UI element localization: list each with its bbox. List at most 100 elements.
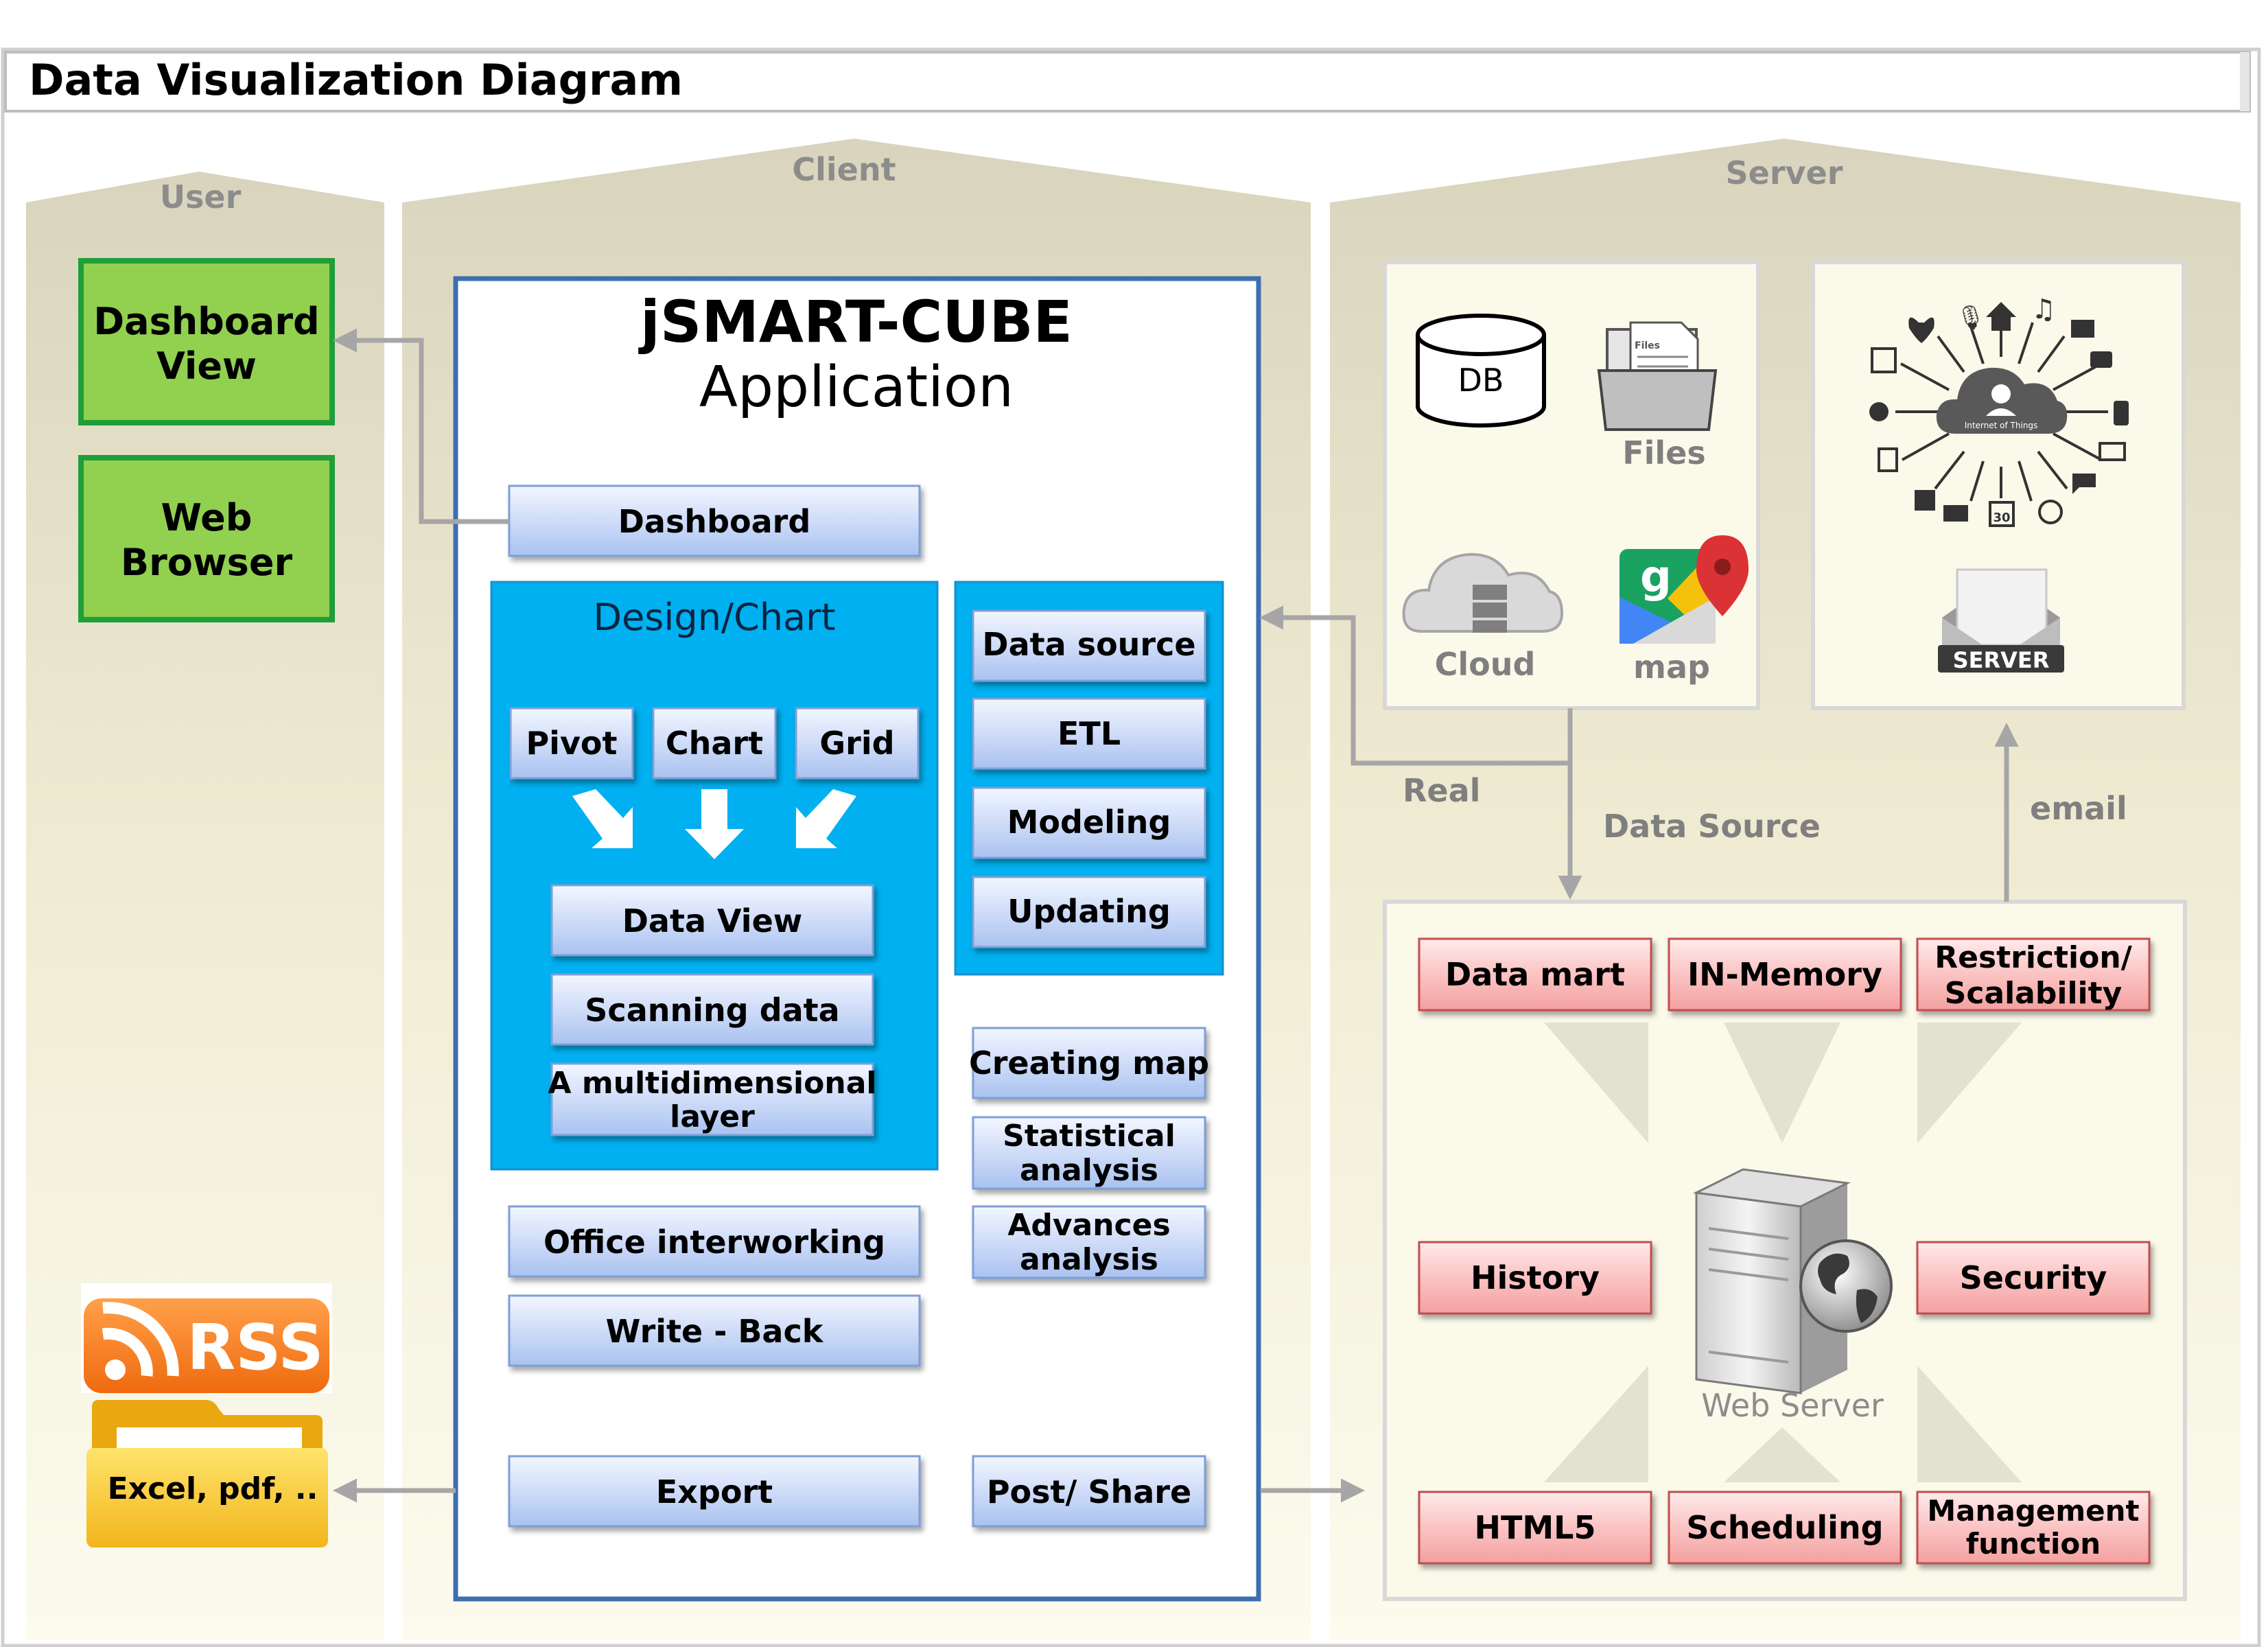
connector-arrows [333, 328, 2019, 1503]
email-server-icon: SERVER [1938, 568, 2064, 673]
design-chart-title: Design/Chart [593, 596, 835, 639]
updating-button[interactable]: Updating [972, 876, 1206, 948]
modeling-button[interactable]: Modeling [972, 786, 1206, 859]
multidimensional-layer-label-1: A multidimensional [548, 1066, 877, 1101]
in-memory-box[interactable]: IN-Memory [1668, 937, 1902, 1012]
in-memory-label: IN-Memory [1687, 956, 1882, 993]
advances-analysis-label-2: analysis [1020, 1242, 1158, 1277]
data-view-button[interactable]: Data View [550, 884, 874, 957]
dashboard-view-box[interactable]: Dashboard View [78, 258, 335, 425]
app-subtitle: Application [699, 355, 1014, 420]
multidimensional-layer-label-2: layer [670, 1099, 755, 1134]
multidimensional-layer-button[interactable]: A multidimensional layer [548, 1062, 877, 1136]
web-browser-label-1: Web [161, 496, 253, 539]
office-interworking-label: Office interworking [543, 1224, 885, 1261]
office-interworking-button[interactable]: Office interworking [508, 1205, 921, 1278]
advances-analysis-label-1: Advances [1007, 1208, 1170, 1243]
management-function-box[interactable]: Management function [1916, 1491, 2151, 1565]
cloud-label: Cloud [1435, 646, 1536, 683]
data-source-flow-label: Data Source [1603, 808, 1821, 845]
folder-icon: Excel, pdf, .. [86, 1400, 328, 1547]
cloud-icon: Cloud [1402, 552, 1564, 683]
scheduling-box[interactable]: Scheduling [1668, 1491, 1902, 1565]
web-browser-label-2: Browser [121, 541, 293, 584]
title-bar: Data Visualization Diagram [4, 51, 2251, 113]
pivot-button-label: Pivot [526, 725, 617, 762]
dashboard-button-label: Dashboard [618, 503, 811, 540]
updating-label: Updating [1007, 893, 1171, 930]
db-icon: DB [1416, 314, 1546, 428]
scanning-data-button[interactable]: Scanning data [550, 973, 874, 1046]
data-view-label: Data View [622, 902, 803, 939]
datasources-to-app-arrow [1259, 605, 1573, 766]
email-label: email [2030, 790, 2127, 827]
security-label: Security [1960, 1259, 2107, 1296]
statistical-analysis-label-1: Statistical [1003, 1119, 1176, 1154]
management-label-2: function [1966, 1527, 2101, 1561]
data-source-label: Data source [982, 626, 1195, 663]
management-label-1: Management [1927, 1494, 2139, 1528]
pivot-button[interactable]: Pivot [509, 707, 634, 780]
html5-box[interactable]: HTML5 [1418, 1491, 1652, 1565]
svg-text:30: 30 [1993, 511, 2010, 525]
real-label: Real [1403, 772, 1480, 809]
export-button[interactable]: Export [508, 1455, 921, 1528]
rss-label: RSS [187, 1311, 323, 1384]
data-mart-label: Data mart [1445, 956, 1625, 993]
server-badge-label: SERVER [1953, 647, 2050, 673]
advances-analysis-button[interactable]: Advances analysis [972, 1205, 1206, 1279]
app-title: jSMART-CUBE [638, 288, 1073, 355]
svg-text:♫: ♫ [2031, 294, 2056, 325]
web-browser-box[interactable]: Web Browser [78, 455, 335, 622]
modeling-label: Modeling [1007, 804, 1171, 841]
map-label: map [1633, 649, 1710, 686]
web-server-label: Web Server [1701, 1387, 1884, 1424]
export-files-label: Excel, pdf, .. [108, 1471, 318, 1506]
export-label: Export [656, 1473, 773, 1510]
restriction-label-2: Scalability [1945, 976, 2123, 1011]
server-column-label: Server [1726, 154, 1843, 191]
scheduling-label: Scheduling [1686, 1509, 1883, 1546]
svg-text:Files: Files [1635, 340, 1660, 351]
svg-text:g: g [1640, 552, 1672, 603]
security-box[interactable]: Security [1916, 1241, 2151, 1315]
chart-button[interactable]: Chart [652, 707, 777, 780]
chart-button-label: Chart [666, 725, 763, 762]
map-icon: g map [1620, 535, 1749, 686]
client-column-label: Client [792, 151, 896, 188]
data-mart-box[interactable]: Data mart [1418, 937, 1652, 1012]
restriction-scalability-box[interactable]: Restriction/ Scalability [1916, 937, 2151, 1012]
dashboard-view-label-2: View [156, 344, 257, 388]
files-label: Files [1622, 434, 1706, 471]
dashboard-to-view-arrow [333, 328, 509, 524]
grid-button[interactable]: Grid [795, 707, 920, 780]
statistical-analysis-button[interactable]: Statistical analysis [972, 1116, 1206, 1190]
history-label: History [1471, 1259, 1600, 1296]
svg-text:Internet of Things: Internet of Things [1965, 421, 2038, 430]
files-icon: Files Files [1597, 321, 1718, 471]
funnel-shapes [1544, 1023, 2022, 1482]
write-back-label: Write - Back [606, 1313, 824, 1350]
html5-label: HTML5 [1475, 1509, 1596, 1546]
grid-button-label: Grid [819, 725, 894, 762]
page-title: Data Visualization Diagram [29, 55, 683, 105]
write-back-button[interactable]: Write - Back [508, 1294, 921, 1367]
history-box[interactable]: History [1418, 1241, 1652, 1315]
creating-map-label: Creating map [969, 1044, 1209, 1082]
dashboard-view-label-1: Dashboard [93, 300, 319, 343]
user-column-label: User [160, 178, 242, 215]
post-share-button[interactable]: Post/ Share [972, 1455, 1206, 1528]
dashboard-button[interactable]: Dashboard [508, 484, 921, 557]
scanning-data-label: Scanning data [585, 992, 839, 1029]
web-server-icon: Web Server [1692, 1168, 1893, 1424]
restriction-label-1: Restriction/ [1934, 940, 2132, 975]
svg-text:🎙: 🎙 [1956, 304, 1985, 331]
internet-of-things-icon: Internet of Things 30 🎙 ♫ [1869, 294, 2129, 527]
etl-label: ETL [1057, 715, 1121, 752]
etl-button[interactable]: ETL [972, 697, 1206, 770]
creating-map-button[interactable]: Creating map [969, 1027, 1209, 1099]
rss-icon: RSS [81, 1283, 332, 1393]
db-label: DB [1458, 362, 1504, 399]
data-source-button[interactable]: Data source [972, 609, 1206, 682]
